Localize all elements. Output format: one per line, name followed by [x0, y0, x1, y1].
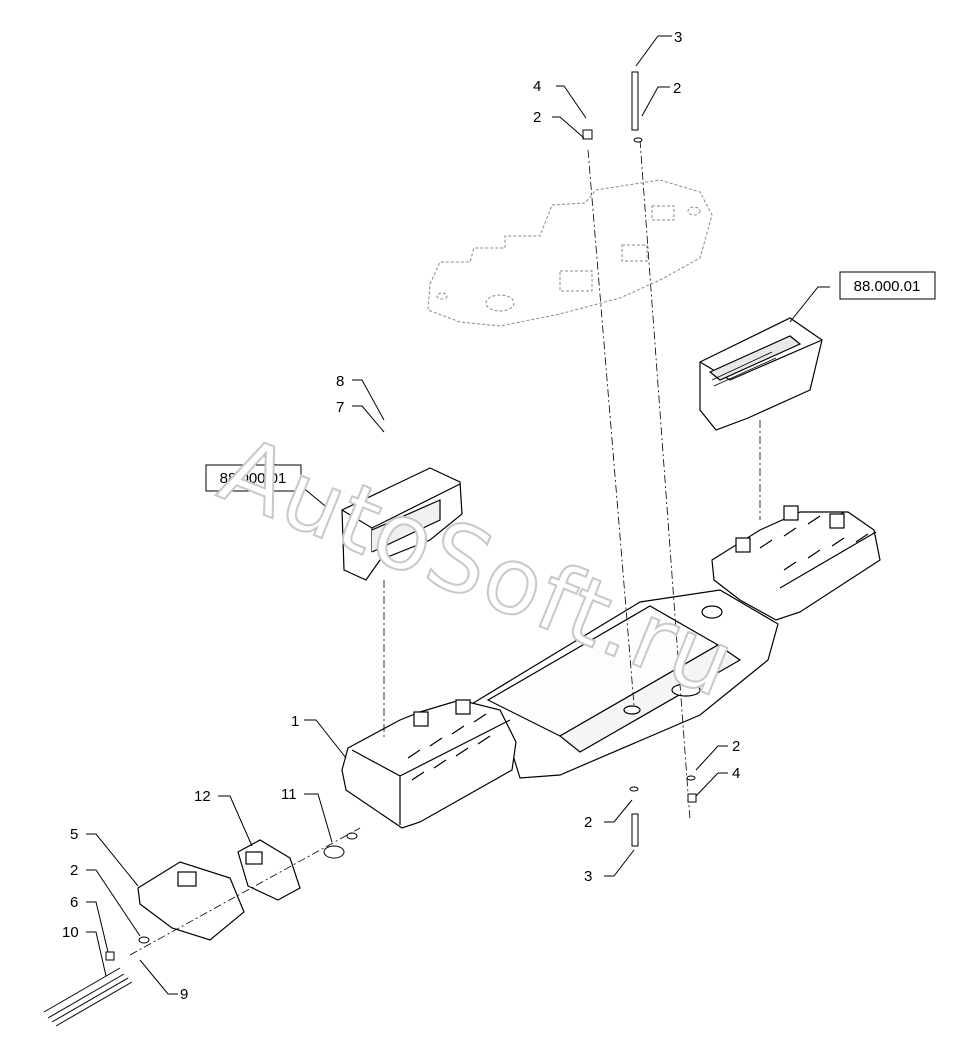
plate-5: [137, 861, 245, 941]
front-foot: [341, 699, 517, 829]
callout-2-top-left: 2: [533, 109, 541, 126]
phantom-upper-plate: [427, 179, 713, 327]
callout-4-bottom: 4: [732, 765, 740, 782]
left-box-assembly: [341, 467, 463, 581]
ref-box-right: 88.000.01: [839, 271, 936, 300]
callout-4-top: 4: [533, 78, 541, 95]
callout-8: 8: [336, 373, 344, 390]
frame-body: [469, 589, 779, 779]
callout-2-bottom-right: 2: [732, 738, 740, 755]
plate-12: [237, 839, 301, 901]
callout-7: 7: [336, 399, 344, 416]
alignment-lines: [129, 139, 761, 956]
callout-12: 12: [194, 788, 211, 805]
callout-5: 5: [70, 826, 78, 843]
callout-10: 10: [62, 924, 79, 941]
callout-9: 9: [180, 986, 188, 1003]
washer-11: [323, 832, 358, 859]
ref-box-left: 88.000.01: [205, 464, 302, 492]
callout-2-bottom-mid: 2: [584, 814, 592, 831]
ref-box-left-label: 88.000.01: [220, 470, 287, 487]
callout-6: 6: [70, 894, 78, 911]
callout-3-top: 3: [674, 29, 682, 46]
callout-numbers: 3 2 4 2 8 7 1 2 4 2 3 12 11 5 2 6 10 9: [62, 29, 740, 1003]
leader-lines: [86, 35, 830, 995]
callout-11: 11: [281, 786, 297, 803]
callout-2-top-right: 2: [673, 80, 681, 97]
watermark: AutoSoft.ru: [207, 416, 750, 718]
long-bolts: [43, 967, 133, 1027]
callout-1: 1: [291, 713, 299, 730]
rear-foot: [711, 505, 881, 621]
ref-box-right-label: 88.000.01: [854, 278, 921, 295]
callout-2-left: 2: [70, 862, 78, 879]
fasteners: [105, 71, 697, 961]
right-box-assembly: [699, 317, 823, 431]
callout-3-bottom: 3: [584, 868, 592, 885]
